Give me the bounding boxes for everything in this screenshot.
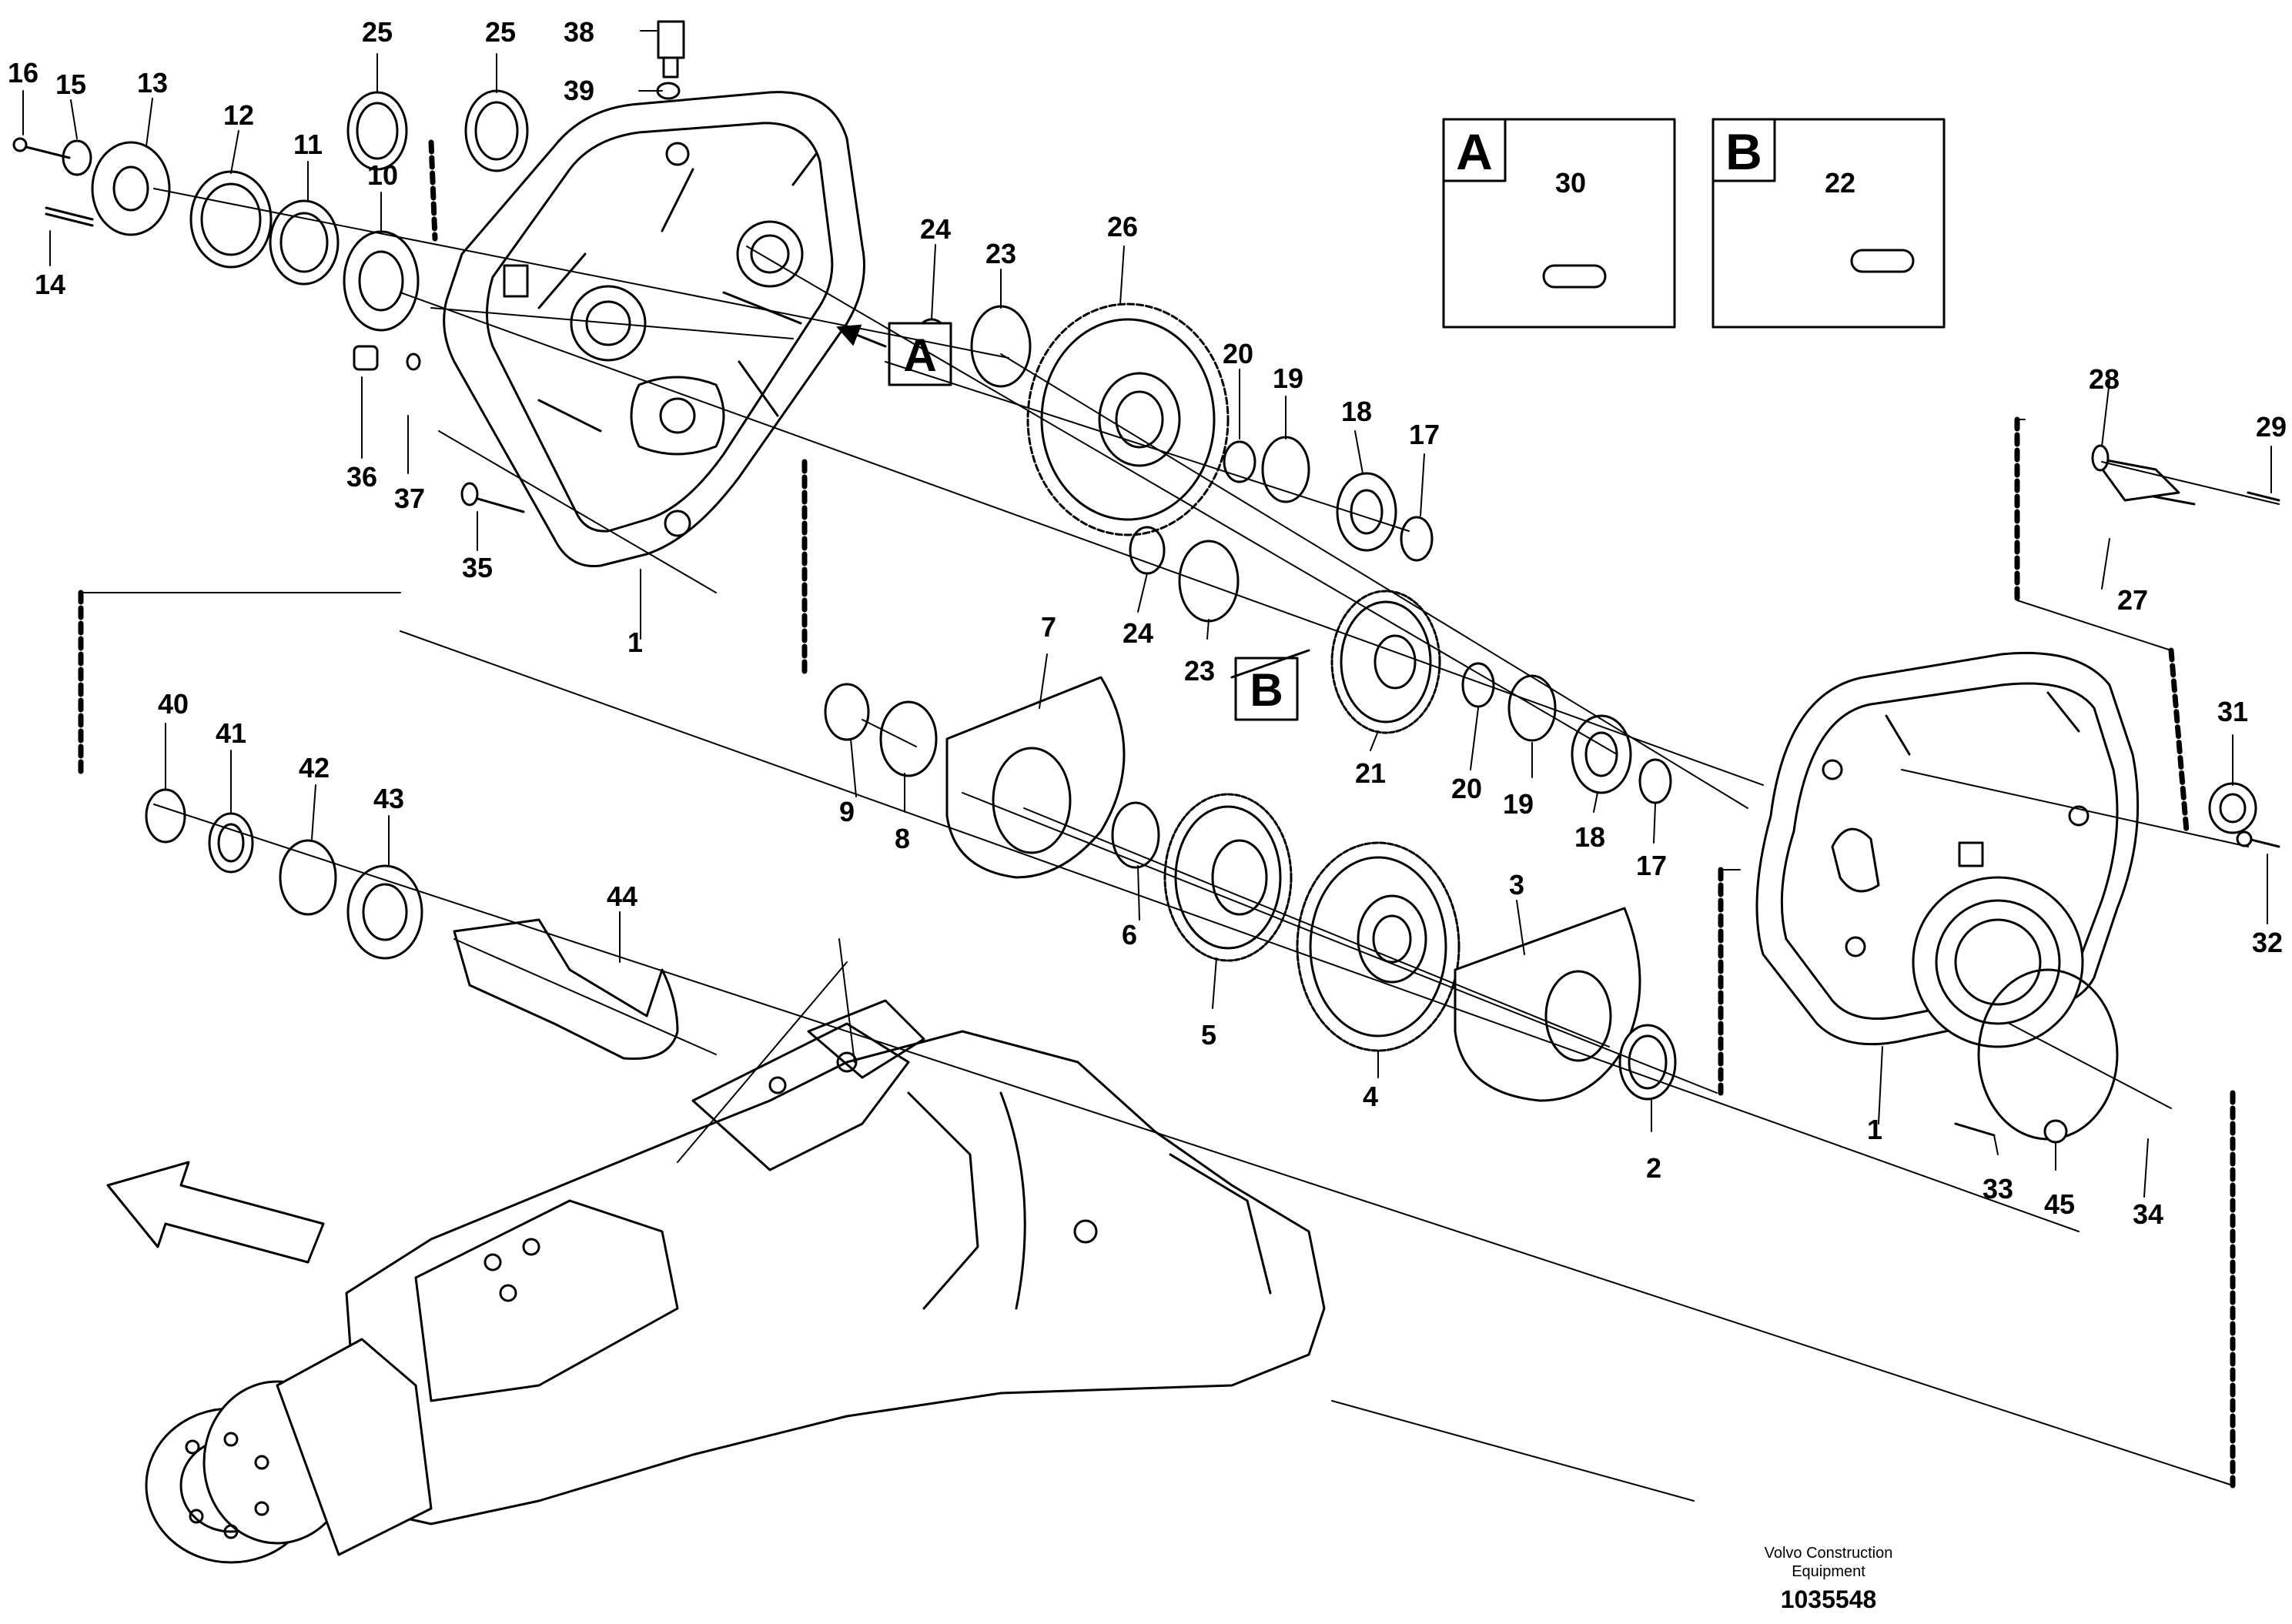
callout-34: 34 — [2132, 1198, 2164, 1230]
marker-b-frame — [1234, 657, 1299, 721]
gear-26-shape — [1026, 302, 1230, 536]
callout-23-lower: 23 — [1183, 655, 1216, 687]
callout-6: 6 — [1121, 919, 1138, 951]
gear-21-shape — [1330, 590, 1441, 734]
callout-24-upper: 24 — [919, 213, 952, 245]
callout-27: 27 — [2116, 584, 2149, 616]
callout-39: 39 — [563, 75, 595, 106]
callout-1-lower: 1 — [1866, 1114, 1883, 1145]
detail-marker-b: B — [1250, 664, 1283, 716]
callout-36: 36 — [346, 461, 378, 493]
callout-17-lower: 17 — [1635, 850, 1668, 881]
callout-5: 5 — [1200, 1019, 1217, 1051]
callout-42: 42 — [298, 752, 330, 784]
callout-16: 16 — [7, 57, 39, 89]
callout-19-upper: 19 — [1272, 363, 1304, 394]
callout-8: 8 — [894, 823, 911, 854]
callout-25-right: 25 — [484, 16, 517, 48]
callout-2: 2 — [1645, 1152, 1662, 1184]
callout-20-upper: 20 — [1222, 338, 1254, 369]
callout-31: 31 — [2217, 696, 2249, 727]
callout-18-upper: 18 — [1340, 396, 1373, 427]
drawing-id: 1035548 — [1780, 1586, 1877, 1613]
callout-21: 21 — [1354, 757, 1387, 789]
callout-14: 14 — [34, 269, 66, 300]
detail-marker-a: A — [903, 329, 937, 381]
callout-40: 40 — [157, 688, 189, 720]
detail-box-a-part-number: 30 — [1554, 167, 1587, 199]
detail-box-a-frame — [1442, 118, 1676, 329]
callout-3: 3 — [1508, 869, 1525, 901]
callout-18-lower: 18 — [1574, 821, 1606, 853]
fasteners-shapes — [12, 20, 2280, 1144]
callout-26: 26 — [1106, 211, 1139, 242]
callout-29: 29 — [2255, 411, 2287, 443]
callout-41: 41 — [215, 717, 247, 749]
detail-box-b-frame — [1711, 118, 1946, 329]
callout-25-left: 25 — [361, 16, 393, 48]
callout-12: 12 — [223, 99, 255, 131]
callout-11: 11 — [293, 129, 323, 160]
detail-box-b-letter: B — [1725, 123, 1762, 180]
direction-arrow-shape — [106, 1161, 325, 1264]
footer-company: Volvo Construction Equipment — [1713, 1544, 1944, 1581]
marker-a-frame — [888, 322, 952, 386]
callout-9: 9 — [838, 796, 855, 827]
callout-4: 4 — [1362, 1081, 1379, 1112]
callout-23-upper: 23 — [985, 238, 1017, 269]
callout-38: 38 — [563, 16, 595, 48]
upper-housing-shape — [443, 91, 865, 568]
footer-company-line2: Equipment — [1792, 1563, 1865, 1580]
gear-4-shape — [1296, 841, 1461, 1052]
callout-1-upper: 1 — [627, 627, 644, 658]
callout-32: 32 — [2251, 927, 2284, 958]
callout-24-lower: 24 — [1122, 617, 1154, 649]
callout-45: 45 — [2043, 1188, 2076, 1220]
callout-33: 33 — [1982, 1173, 2014, 1205]
detail-box-b-part-number: 22 — [1824, 167, 1856, 199]
footer-company-line1: Volvo Construction — [1764, 1545, 1893, 1562]
callout-28: 28 — [2088, 363, 2120, 395]
callout-15: 15 — [55, 69, 87, 100]
axle-assembly-shape — [145, 999, 1326, 1564]
callout-43: 43 — [373, 783, 405, 814]
pinion-shaft-shape — [453, 918, 679, 1061]
lower-housing-shape — [1755, 651, 2140, 1048]
callout-17-upper: 17 — [1408, 419, 1440, 450]
callout-7: 7 — [1040, 611, 1057, 643]
callout-37: 37 — [393, 483, 426, 514]
detail-box-a-letter: A — [1456, 123, 1493, 180]
callout-35: 35 — [461, 552, 494, 583]
callout-19-lower: 19 — [1502, 788, 1534, 820]
callout-10: 10 — [366, 159, 399, 191]
callout-13: 13 — [136, 67, 169, 99]
callout-20-lower: 20 — [1450, 773, 1483, 804]
callout-44: 44 — [606, 881, 638, 912]
gear-5-shape — [1163, 793, 1293, 962]
